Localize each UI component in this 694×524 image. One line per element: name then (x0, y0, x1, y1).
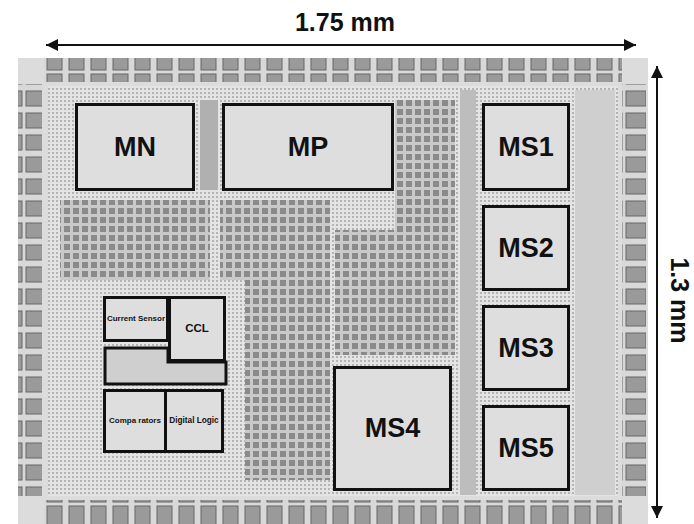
block-label: MP (288, 132, 329, 163)
block-label: MS2 (498, 233, 554, 264)
block-label: MS1 (498, 132, 554, 163)
circuit-block: Compa rators (103, 389, 167, 453)
transistor-block: MS2 (482, 205, 570, 291)
circuit-block: Current Sensor (103, 296, 169, 342)
block-label: Compa rators (109, 416, 161, 425)
block-label: Current Sensor (107, 314, 165, 323)
dimension-label: 1.75 mm (292, 8, 398, 37)
dimension-label: 1.3 mm (664, 254, 693, 346)
block-label: MS4 (365, 413, 421, 444)
circuit-block: CCL (168, 296, 226, 362)
block-label: MN (114, 132, 156, 163)
transistor-block: MP (222, 103, 394, 191)
transistor-block: MS3 (482, 305, 570, 391)
transistor-block: MN (75, 103, 195, 191)
block-label: MS5 (498, 433, 554, 464)
circuit-block: Digital Logic (164, 389, 224, 453)
block-label: Digital Logic (169, 416, 218, 425)
transistor-block: MS4 (333, 366, 452, 491)
block-label: CCL (185, 322, 209, 335)
block-label: MS3 (498, 333, 554, 364)
transistor-block: MS1 (482, 103, 570, 191)
transistor-block: MS5 (482, 405, 570, 491)
